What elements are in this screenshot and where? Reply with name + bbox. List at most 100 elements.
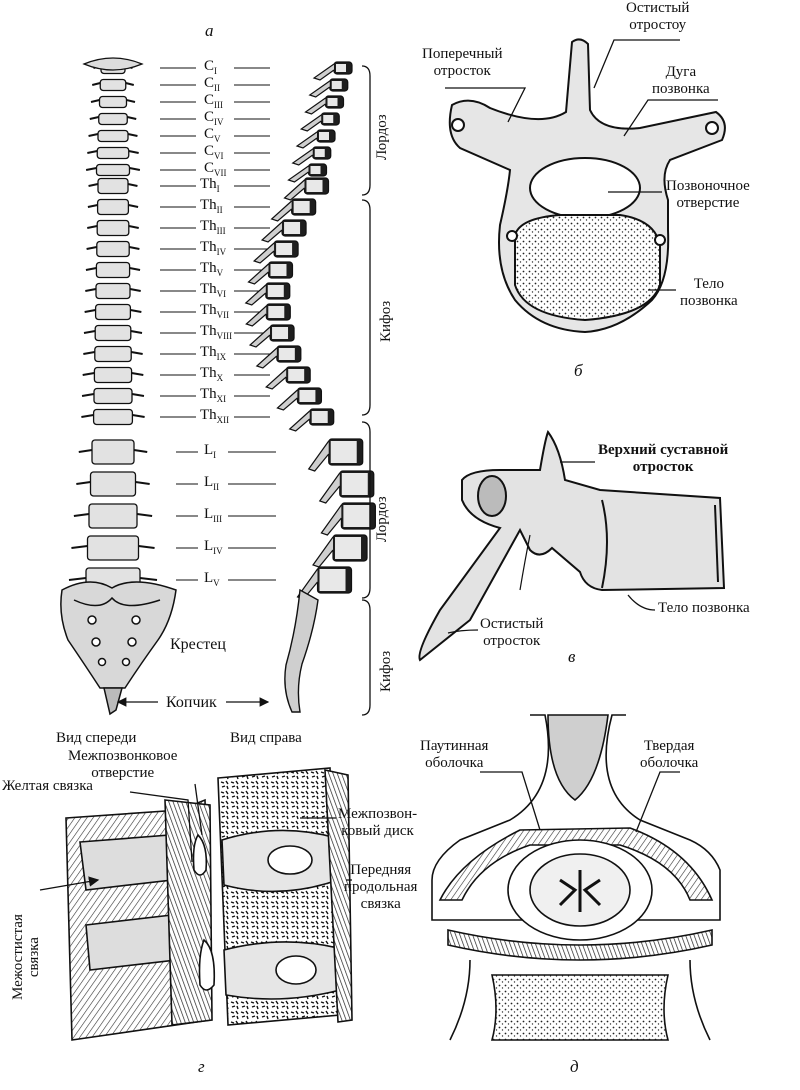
label-front-view: Вид спереди	[56, 730, 137, 746]
side-vertebra	[295, 129, 336, 149]
region-lumbar-lordosis: Лордоз	[374, 496, 390, 542]
vertebra-top-view	[448, 38, 726, 334]
region-brackets	[361, 65, 371, 716]
front-vertebra	[88, 177, 138, 195]
front-vertebra	[73, 503, 153, 529]
vertebra-level-base: C	[204, 109, 215, 125]
side-vertebra	[270, 198, 317, 222]
side-vertebra	[260, 219, 307, 243]
ligaments-illustration	[65, 767, 353, 1041]
vertebra-level-sub: I	[213, 450, 217, 460]
coccyx-label: Копчик	[166, 694, 217, 711]
label-anterior-longitudinal-ligament: Передняя продольная связка	[344, 862, 418, 912]
panel-g-label: г	[198, 1057, 205, 1076]
front-vertebra	[85, 261, 141, 279]
side-vertebra	[307, 438, 364, 472]
front-vertebra	[78, 439, 148, 465]
vertebra-level-base: L	[204, 570, 214, 586]
interspinous-text: Межостистая связка	[10, 914, 42, 1000]
vertebra-level-sub: VI	[214, 151, 224, 161]
vertebra-level-base: L	[204, 506, 214, 522]
vertebra-level-label: CVI	[204, 143, 224, 164]
vertebra-level-sub: III	[213, 514, 223, 524]
vertebra-level-sub: I	[216, 184, 220, 194]
sacrum-label: Крестец	[170, 636, 226, 653]
vertebra-top-pointer-lines	[445, 39, 718, 291]
front-vertebra	[81, 387, 145, 405]
panel-v-label: в	[568, 647, 576, 666]
vertebra-level-base: Th	[200, 260, 217, 276]
side-vertebra	[320, 502, 376, 536]
vertebra-level-sub: III	[214, 100, 224, 110]
label-vertebral-body-side: Тело позвонка	[658, 600, 750, 616]
vertebra-level-base: Th	[200, 344, 217, 360]
side-vertebra	[255, 345, 302, 369]
panel-a-label: а	[205, 21, 214, 40]
front-vertebra	[84, 303, 142, 321]
vertebra-level-base: Th	[200, 197, 217, 213]
label-intervertebral-foramen: Межпозвонковое отверстие	[68, 748, 178, 781]
vertebra-level-base: Th	[200, 365, 217, 381]
front-vertebra	[87, 219, 139, 237]
label-vertebral-foramen: Позвоночное отверстие	[666, 178, 750, 211]
front-vertebra	[89, 112, 137, 126]
side-vertebra	[248, 324, 295, 348]
vertebra-level-label: ThV	[200, 260, 223, 281]
vertebra-level-sub: V	[214, 134, 221, 144]
label-transverse-process: Поперечный отросток	[422, 46, 503, 79]
vertebra-level-label: ThX	[200, 365, 223, 386]
label-spinous-process-top: Остистый отростоу	[626, 0, 690, 33]
vertebra-level-sub: IV	[213, 546, 223, 556]
vertebra-side-pointer-lines	[447, 461, 656, 634]
vertebra-level-label: ThVIII	[200, 323, 232, 344]
label-vertebral-body-top: Тело позвонка	[680, 276, 738, 309]
side-vertebra	[291, 146, 332, 166]
vertebra-level-label: CVII	[204, 160, 227, 181]
side-vertebra	[247, 261, 294, 285]
vertebra-level-base: Th	[200, 323, 217, 339]
vertebra-level-label: ThIX	[200, 344, 226, 365]
vertebra-level-base: L	[204, 538, 214, 554]
vertebra-level-label: LV	[204, 570, 220, 591]
side-vertebra	[244, 282, 291, 306]
side-vertebra	[245, 303, 291, 327]
label-dura-mater: Твердая оболочка	[640, 738, 699, 771]
vertebra-level-label: CII	[204, 75, 220, 96]
region-cervical-lordosis: Лордоз	[374, 114, 390, 160]
vertebra-level-base: Th	[200, 386, 217, 402]
vertebra-level-label: ThI	[200, 176, 220, 197]
sacrum-side	[284, 588, 319, 713]
vertebra-level-base: C	[204, 75, 215, 91]
side-vertebra	[252, 240, 299, 264]
vertebra-level-label: LIII	[204, 506, 222, 527]
front-vertebra	[82, 366, 144, 384]
vertebra-level-label: ThII	[200, 197, 223, 218]
meninges-illustration	[431, 714, 721, 1041]
vertebra-level-label: CV	[204, 126, 221, 147]
vertebra-level-base: C	[204, 58, 215, 74]
vertebra-level-sub: VII	[214, 168, 227, 178]
vertebra-level-label: CIV	[204, 109, 224, 130]
front-vertebra	[81, 408, 145, 426]
vertebra-level-base: C	[204, 126, 215, 142]
vertebra-level-label: ThXII	[200, 407, 229, 428]
vertebra-level-base: Th	[200, 302, 217, 318]
label-spinous-process-side: Остистый отросток	[480, 616, 544, 649]
vertebra-level-base: Th	[200, 218, 217, 234]
label-right-view: Вид справа	[230, 730, 302, 746]
vertebra-level-sub: II	[214, 83, 221, 93]
vertebra-level-label: CIII	[204, 92, 223, 113]
label-arachnoid: Паутинная оболочка	[420, 738, 489, 771]
vertebra-level-sub: IV	[214, 117, 224, 127]
vertebra-level-base: Th	[200, 407, 217, 423]
vertebra-level-sub: XII	[216, 415, 230, 425]
vertebra-level-sub: I	[214, 66, 218, 76]
front-vertebra	[90, 95, 136, 109]
side-vertebra	[312, 534, 368, 568]
sacrum-front	[60, 581, 177, 716]
vertebra-level-sub: VI	[216, 289, 227, 299]
region-thoracic-kyphosis: Кифоз	[378, 300, 394, 342]
vertebra-level-label: ThVI	[200, 281, 226, 302]
side-vertebra	[287, 163, 328, 183]
vertebra-level-label: CI	[204, 58, 217, 79]
